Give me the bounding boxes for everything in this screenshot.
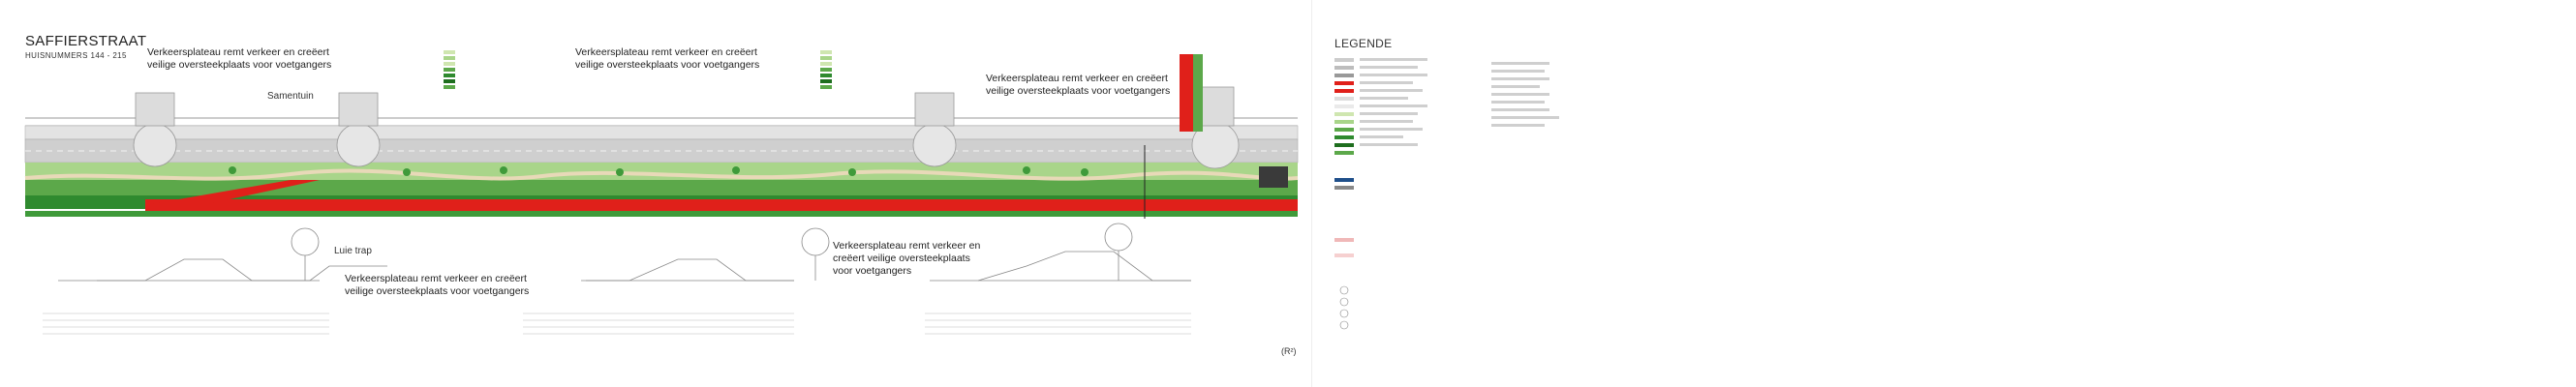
callout-verkeersplateau-2: Verkeersplateau remt verkeer en creëert … [575, 46, 760, 71]
page-title: SAFFIERSTRAAT [25, 33, 147, 49]
callout-verkeersplateau-5: Verkeersplateau remt verkeer en creëert … [833, 240, 981, 277]
page-subtitle: HUISNUMMERS 144 - 215 [25, 51, 127, 60]
legend-title: LEGENDE [1334, 37, 1393, 50]
callout-verkeersplateau-1: Verkeersplateau remt verkeer en creëert … [147, 46, 332, 71]
sheet-divider [1311, 0, 1312, 387]
callout-verkeersplateau-3: Verkeersplateau remt verkeer en creëert … [986, 73, 1171, 97]
callout-verkeersplateau-4: Verkeersplateau remt verkeer en creëert … [345, 273, 530, 297]
label-luie-trap: Luie trap [334, 246, 372, 256]
label-samentuin: Samentuin [267, 91, 314, 102]
credit-mark: (R²) [1281, 346, 1297, 356]
